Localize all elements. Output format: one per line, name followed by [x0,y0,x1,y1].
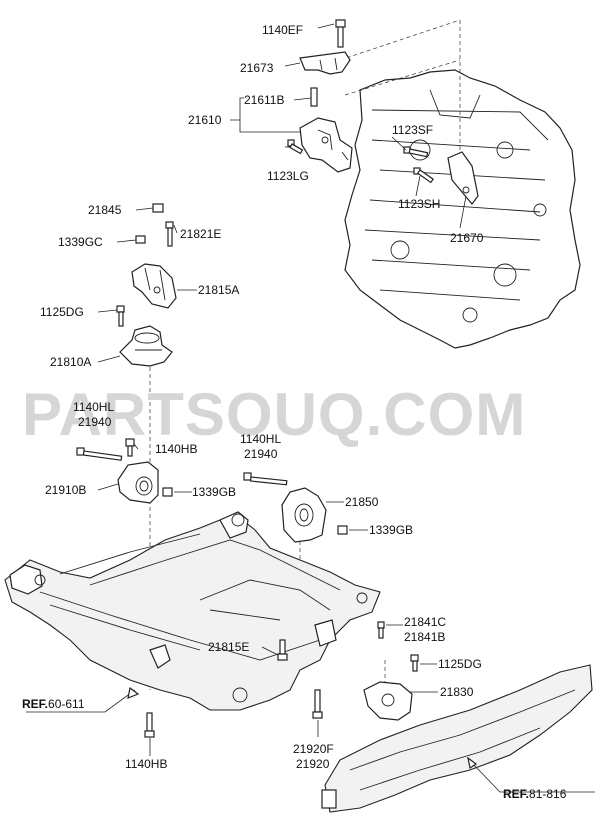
bracket-21815a [131,263,177,309]
label-1140hl-b: 1140HL [240,432,281,446]
bolt-1140hb-a [125,438,135,457]
mount-21810a [119,325,173,367]
side-member [321,664,593,813]
label-21611b: 21611B [244,93,284,107]
bolt-21815e [277,639,288,661]
bracket-21673 [299,51,351,75]
bolt-1125dg-a [116,305,125,327]
label-21940-a: 21940 [78,415,112,429]
label-21920f: 21920F [293,742,334,756]
label-21845: 21845 [88,203,122,217]
label-21910b: 21910B [45,483,86,497]
ref-81-816-value: 81-816 [529,787,567,801]
ref-81-816-prefix: REF. [503,787,529,801]
bolt-1125dg-b [410,654,419,672]
label-21610: 21610 [188,113,222,127]
label-1140hl-a: 1140HL [73,400,114,414]
label-21815e: 21815E [208,640,249,654]
bolt-21821e [165,221,174,247]
label-21821e: 21821E [180,227,221,241]
label-21830: 21830 [440,685,474,699]
label-21841b: 21841B [404,630,445,644]
label-21940-b: 21940 [244,447,278,461]
label-1140hb-b: 1140HB [125,757,167,771]
stud-21611b [310,87,318,107]
ref-81-816[interactable]: REF.81-816 [503,787,567,801]
leader-lines [26,23,595,793]
bolt-1140hl-b [243,472,288,486]
mount-21830 [363,681,413,721]
bolt-1140ef [335,19,346,48]
engine-block [344,69,581,349]
label-1125dg-b: 1125DG [438,657,482,671]
nut-1339gc [135,235,146,244]
bolt-21920f [312,689,323,719]
label-1123sf: 1123SF [392,123,433,137]
label-1339gb-a: 1339GB [192,485,236,499]
subframe [4,511,381,711]
label-21810a: 21810A [50,355,91,369]
watermark: PARTSOUQ.COM [22,381,526,448]
label-1339gb-b: 1339GB [369,523,413,537]
bolt-1123sf [403,146,429,158]
label-21841c: 21841C [404,615,446,629]
bolt-1140hb-b [144,712,155,738]
bracket-21670 [447,151,479,205]
bracket-21610 [299,117,353,173]
nut-1339gb-b [337,525,348,535]
nut-1339gb-a [162,487,173,497]
nut-21845 [152,203,164,213]
label-21815a: 21815A [198,283,239,297]
ref-60-611[interactable]: REF.60-611 [22,697,85,711]
label-1140ef: 1140EF [262,23,303,37]
label-1123sh: 1123SH [398,197,440,211]
mount-21850 [281,487,327,543]
label-21670: 21670 [450,231,484,245]
label-21920: 21920 [296,757,330,771]
ref-60-611-prefix: REF. [22,697,48,711]
label-21850: 21850 [345,495,379,509]
bolt-1140hl-a [76,447,123,461]
label-21673: 21673 [240,61,274,75]
label-1339gc: 1339GC [58,235,103,249]
bolt-21841 [377,621,385,639]
label-1125dg-a: 1125DG [40,305,84,319]
bolt-1123lg [287,139,304,155]
bolt-1123sh [413,167,434,184]
label-1140hb-a: 1140HB [155,442,197,456]
mount-21910b [117,461,159,504]
label-1123lg: 1123LG [267,169,309,183]
ref-60-611-value: 60-611 [48,697,85,711]
